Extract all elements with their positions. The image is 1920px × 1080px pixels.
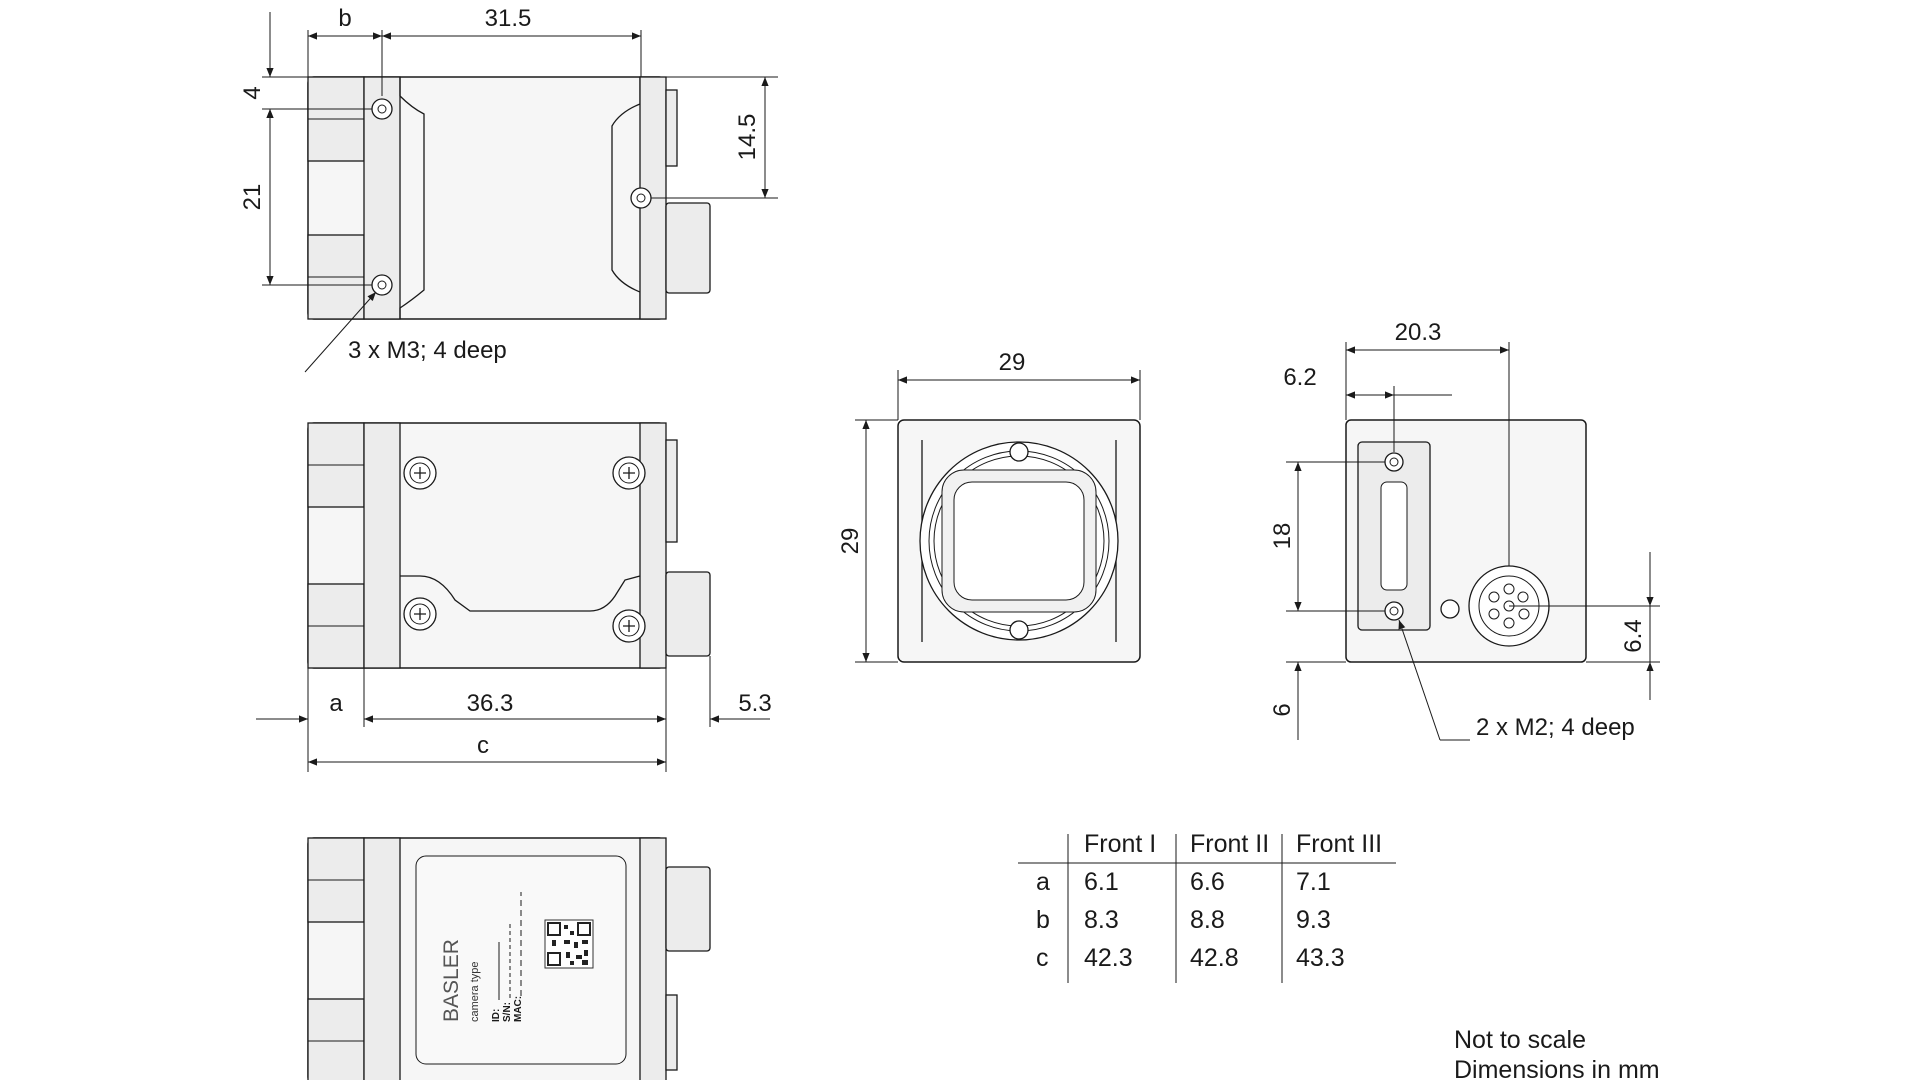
dim-21-label: 21: [239, 184, 266, 211]
table-cell: 42.3: [1084, 944, 1133, 972]
table-cell: 6.1: [1084, 868, 1119, 896]
dim-a-label: a: [329, 690, 343, 717]
table-cell: 7.1: [1296, 868, 1331, 896]
table-header-front-3: Front III: [1296, 830, 1382, 858]
label-view: BASLER camera type ID: S/N: MAC:: [307, 837, 711, 1080]
table-cell: a: [1036, 868, 1050, 896]
label-mac: MAC:: [513, 996, 524, 1022]
label-camera-type: camera type: [469, 961, 481, 1022]
table-cell: 6.6: [1190, 868, 1225, 896]
dim-front-height-label: 29: [837, 528, 864, 555]
io-connector: [1380, 481, 1408, 591]
dim-14-5-label: 14.5: [734, 114, 761, 161]
dim-front-width-label: 29: [999, 349, 1026, 376]
dim-6-label: 6: [1269, 703, 1296, 716]
screw-1: [403, 456, 437, 490]
table-cell: c: [1036, 944, 1049, 972]
dim-4-label: 4: [239, 86, 266, 99]
note-not-to-scale: Not to scale: [1454, 1026, 1586, 1054]
note-units: Dimensions in mm: [1454, 1056, 1660, 1080]
dim-b-label: b: [338, 5, 351, 32]
dim-c-label: c: [477, 732, 489, 759]
dim-6-4-label: 6.4: [1620, 619, 1647, 652]
qr-code-icon: [544, 919, 594, 969]
screw-2: [612, 456, 646, 490]
table-cell: 8.8: [1190, 906, 1225, 934]
dim-36-3-label: 36.3: [467, 690, 514, 717]
top-hole-2: [371, 274, 393, 296]
dim-18-label: 18: [1269, 523, 1296, 550]
table-cell: b: [1036, 906, 1050, 934]
top-hole-1: [371, 98, 393, 120]
back-view: 20.3 6.2 18 6 6.4 2 x M2; 4 deep: [1269, 319, 1660, 741]
side-view: a 36.3 5.3 c: [256, 422, 772, 772]
thread-note-top: 3 x M3; 4 deep: [348, 337, 507, 364]
table-cell: 42.8: [1190, 944, 1239, 972]
front-view: 29 29: [837, 349, 1141, 663]
dim-31-5-label: 31.5: [485, 5, 532, 32]
table-cell: 43.3: [1296, 944, 1345, 972]
table-cell: 9.3: [1296, 906, 1331, 934]
label-id: ID:: [491, 1009, 502, 1022]
dim-5-3-label: 5.3: [738, 690, 771, 717]
top-view: b 31.5 4 21 14.5 3 x M3; 4 deep: [239, 5, 778, 373]
label-sn: S/N:: [502, 1002, 513, 1022]
top-hole-3: [630, 187, 652, 209]
dim-6-2-label: 6.2: [1283, 364, 1316, 391]
thread-note-back: 2 x M2; 4 deep: [1476, 714, 1635, 741]
dim-20-3-label: 20.3: [1395, 319, 1442, 346]
variant-table: Front I Front II Front III a 6.1 6.6 7.1…: [1018, 830, 1396, 983]
label-brand: BASLER: [440, 939, 463, 1022]
table-header-front-2: Front II: [1190, 830, 1269, 858]
table-cell: 8.3: [1084, 906, 1119, 934]
table-header-front-1: Front I: [1084, 830, 1156, 858]
screw-3: [403, 597, 437, 631]
screw-4: [612, 609, 646, 643]
